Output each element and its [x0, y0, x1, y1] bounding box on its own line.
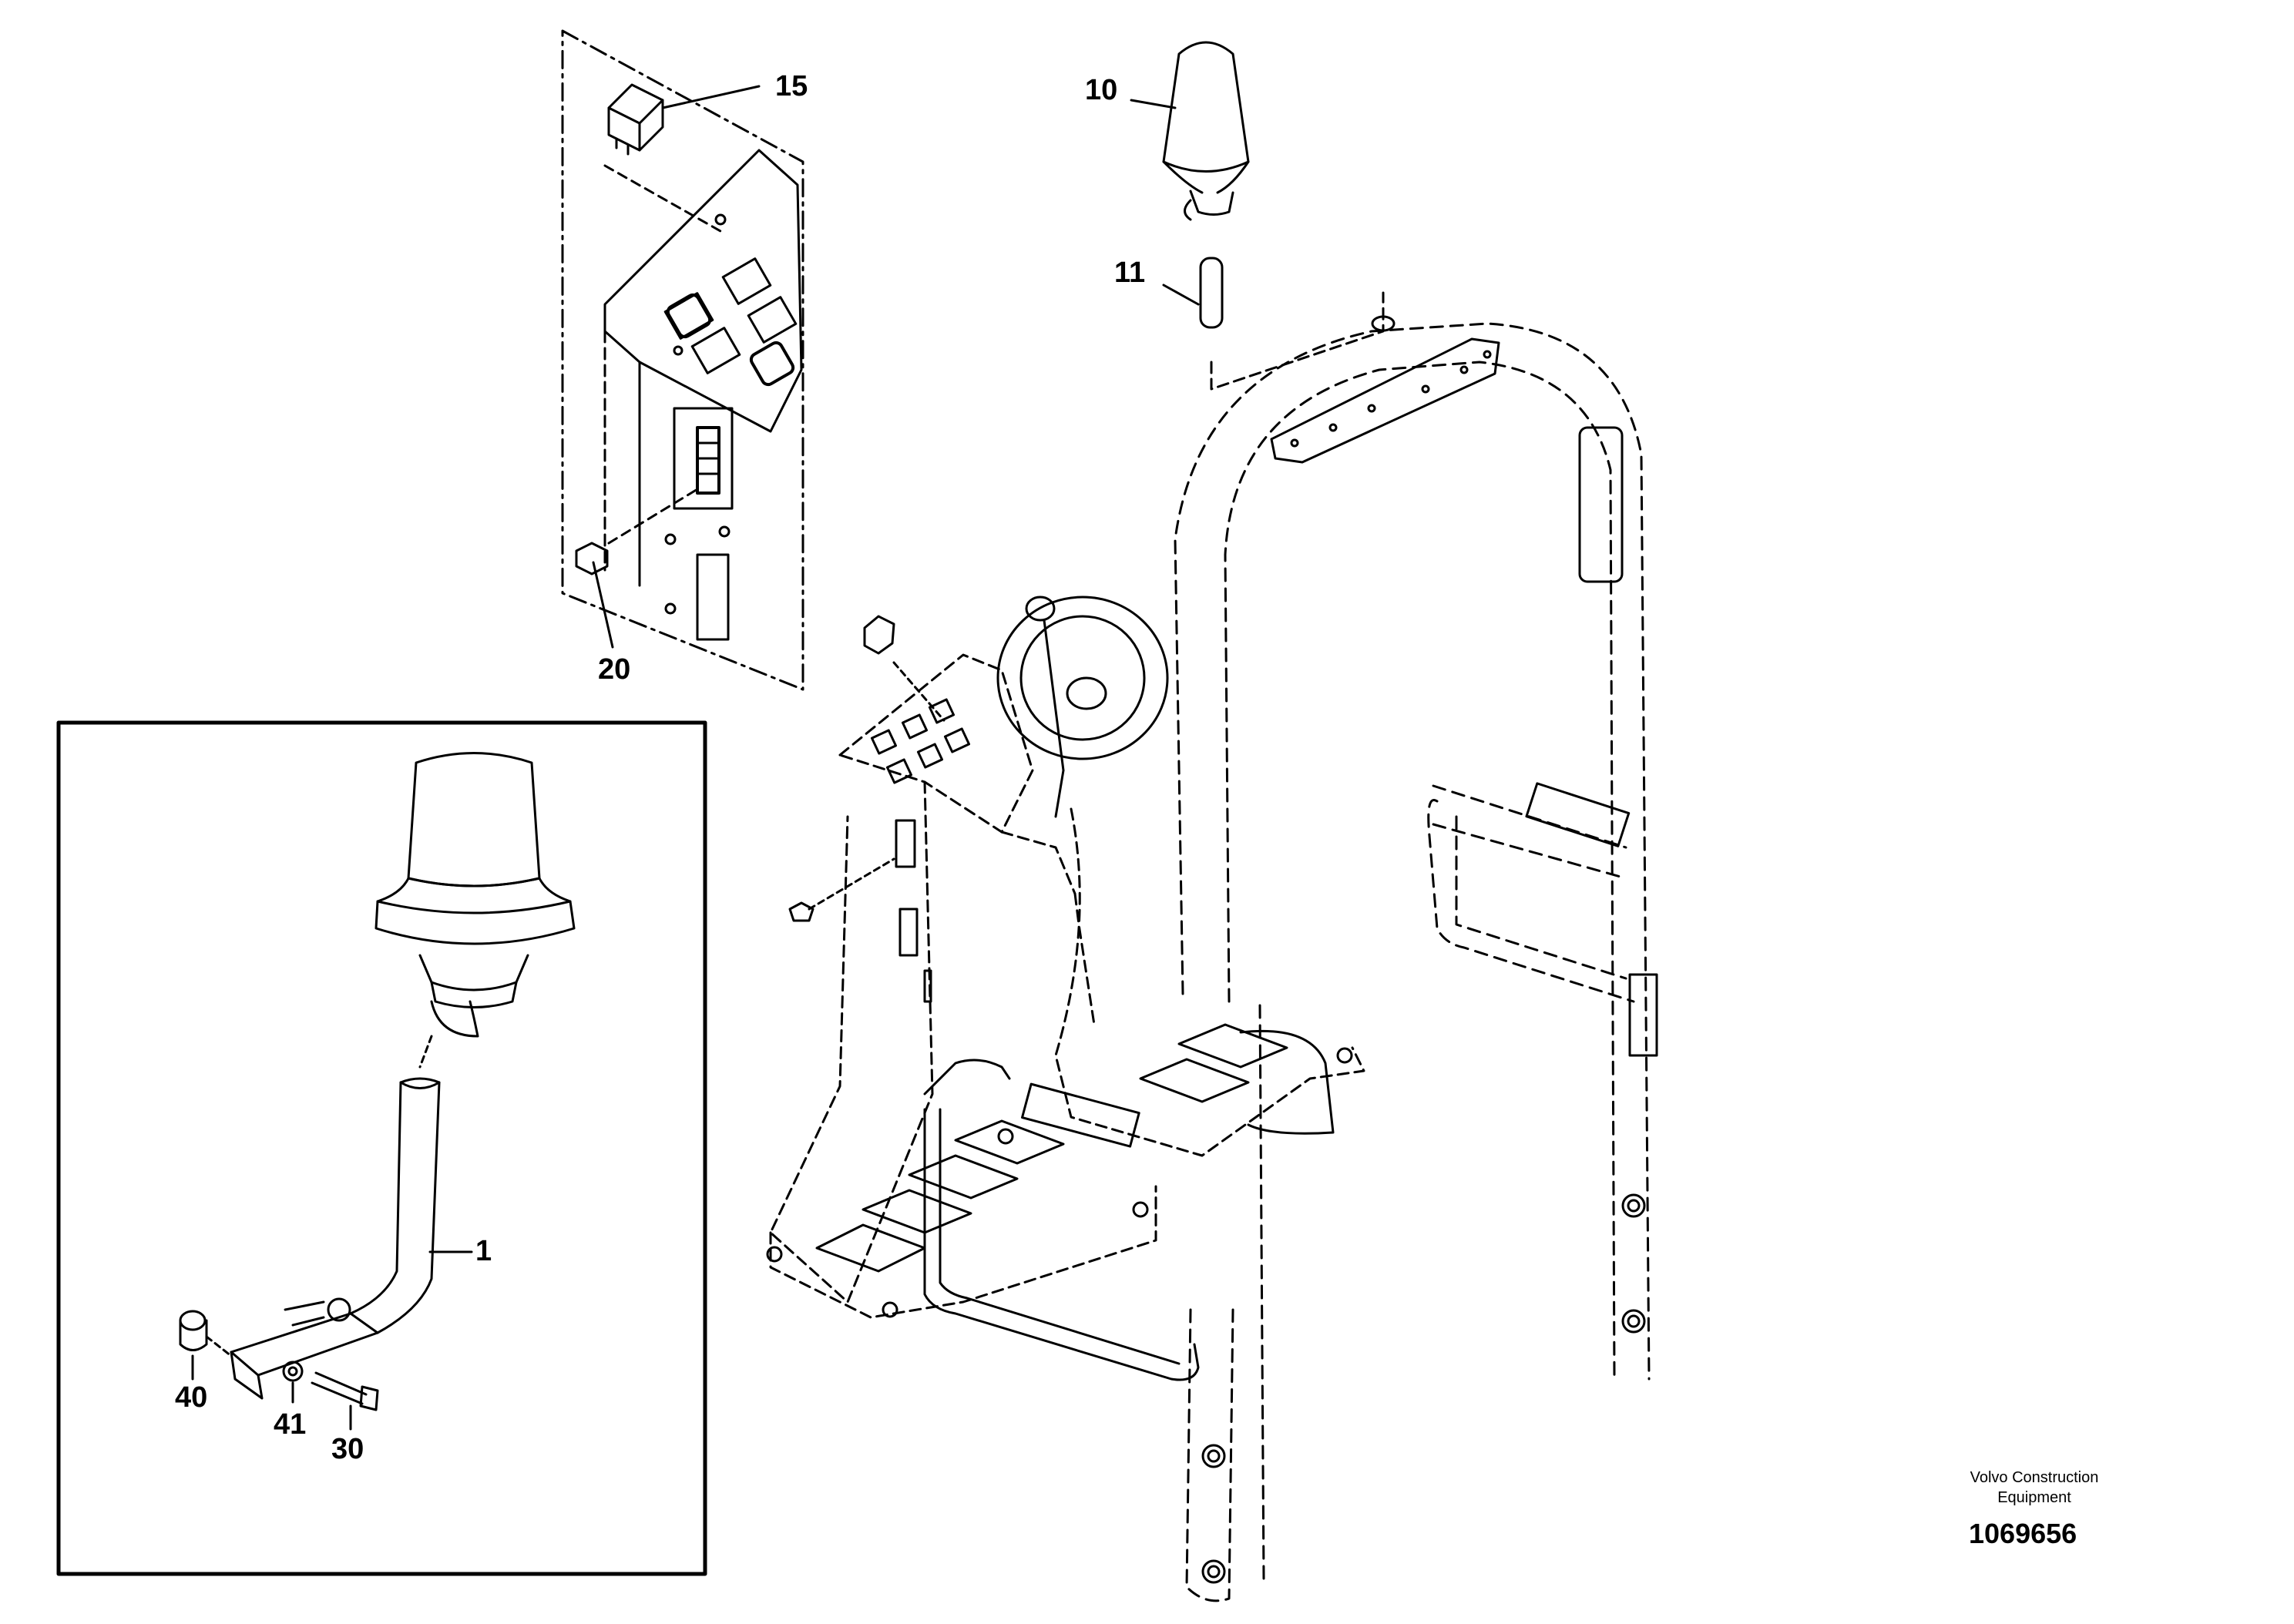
machine-console-detail	[766, 596, 1353, 1381]
callout-11: 11	[1114, 257, 1146, 289]
rops-top-plate	[1270, 315, 1658, 1057]
switch-panel-detail	[561, 29, 804, 691]
rops-frame	[1174, 322, 1651, 1602]
document-number: 1069656	[1969, 1518, 2077, 1549]
callout-10: 10	[1085, 74, 1118, 106]
machine-console	[769, 653, 1365, 1319]
manufacturer-credit: Volvo Construction Equipment	[1942, 1468, 2127, 1508]
callout-15: 15	[775, 70, 808, 102]
callout-41: 41	[274, 1408, 307, 1441]
callout-30: 30	[331, 1433, 364, 1465]
leader-lines	[191, 85, 1200, 1431]
callout-40: 40	[175, 1381, 208, 1414]
beacon-upper	[1162, 41, 1385, 391]
callout-20: 20	[598, 653, 631, 686]
inset-frame	[56, 720, 707, 1576]
credit-line-1: Volvo Construction	[1970, 1469, 2099, 1486]
callout-1: 1	[475, 1235, 492, 1267]
beacon-inset-assembly	[179, 752, 576, 1411]
rops-bolts	[1201, 1193, 1646, 1584]
credit-line-2: Equipment	[1997, 1489, 2071, 1506]
